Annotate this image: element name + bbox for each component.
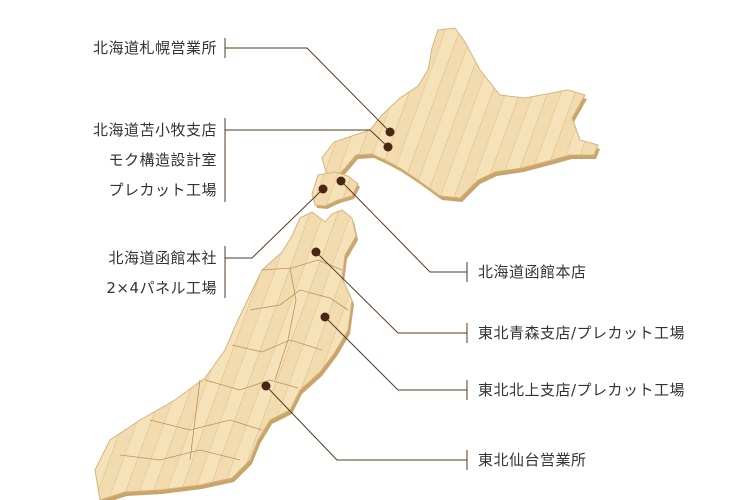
label-aomori: 東北青森支店/プレカット工場: [478, 318, 685, 348]
leader-tomakomai: [225, 129, 389, 148]
marker-kitakami: [320, 312, 330, 322]
leader-sapporo: [225, 47, 391, 133]
marker-tomakomai: [383, 142, 393, 152]
marker-aomori: [311, 247, 321, 257]
label-sapporo: 北海道札幌営業所: [93, 33, 217, 63]
marker-sendai: [261, 381, 271, 391]
label-line: モク構造設計室: [108, 151, 217, 169]
label-line: 北海道札幌営業所: [92, 39, 217, 57]
leader-lines: [225, 47, 467, 461]
label-line: 2×4パネル工場: [106, 279, 217, 297]
label-brackets: [224, 38, 468, 470]
location-markers: [261, 127, 395, 391]
label-line: 東北仙台営業所: [478, 451, 587, 469]
label-hakodate-hq: 北海道函館本社 2×4パネル工場: [106, 243, 217, 303]
honshu-island: [94, 209, 358, 500]
oshima-peninsula: [311, 171, 360, 209]
label-line: 北海道函館本店: [478, 263, 587, 281]
hokkaido-island: [321, 27, 600, 202]
label-line: 北海道苫小牧支店: [92, 121, 217, 139]
label-line: プレカット工場: [108, 181, 217, 199]
label-hakodate-store: 北海道函館本店: [478, 257, 587, 287]
marker-hakodate-hq: [318, 184, 328, 194]
label-kitakami: 東北北上支店/プレカット工場: [478, 375, 685, 405]
marker-sapporo: [385, 127, 395, 137]
leader-hakodate-store: [340, 180, 467, 273]
leader-sendai: [265, 385, 467, 461]
marker-hakodate-store: [336, 176, 346, 186]
label-sendai: 東北仙台営業所: [478, 445, 587, 475]
label-line: 東北青森支店/プレカット工場: [478, 324, 686, 342]
leader-kitakami: [324, 316, 467, 391]
label-tomakomai: 北海道苫小牧支店 モク構造設計室 プレカット工場: [93, 115, 217, 205]
label-line: 北海道函館本社: [108, 249, 217, 267]
label-line: 東北北上支店/プレカット工場: [478, 381, 686, 399]
leader-hakodate-hq: [225, 188, 324, 259]
leader-aomori: [315, 251, 467, 334]
